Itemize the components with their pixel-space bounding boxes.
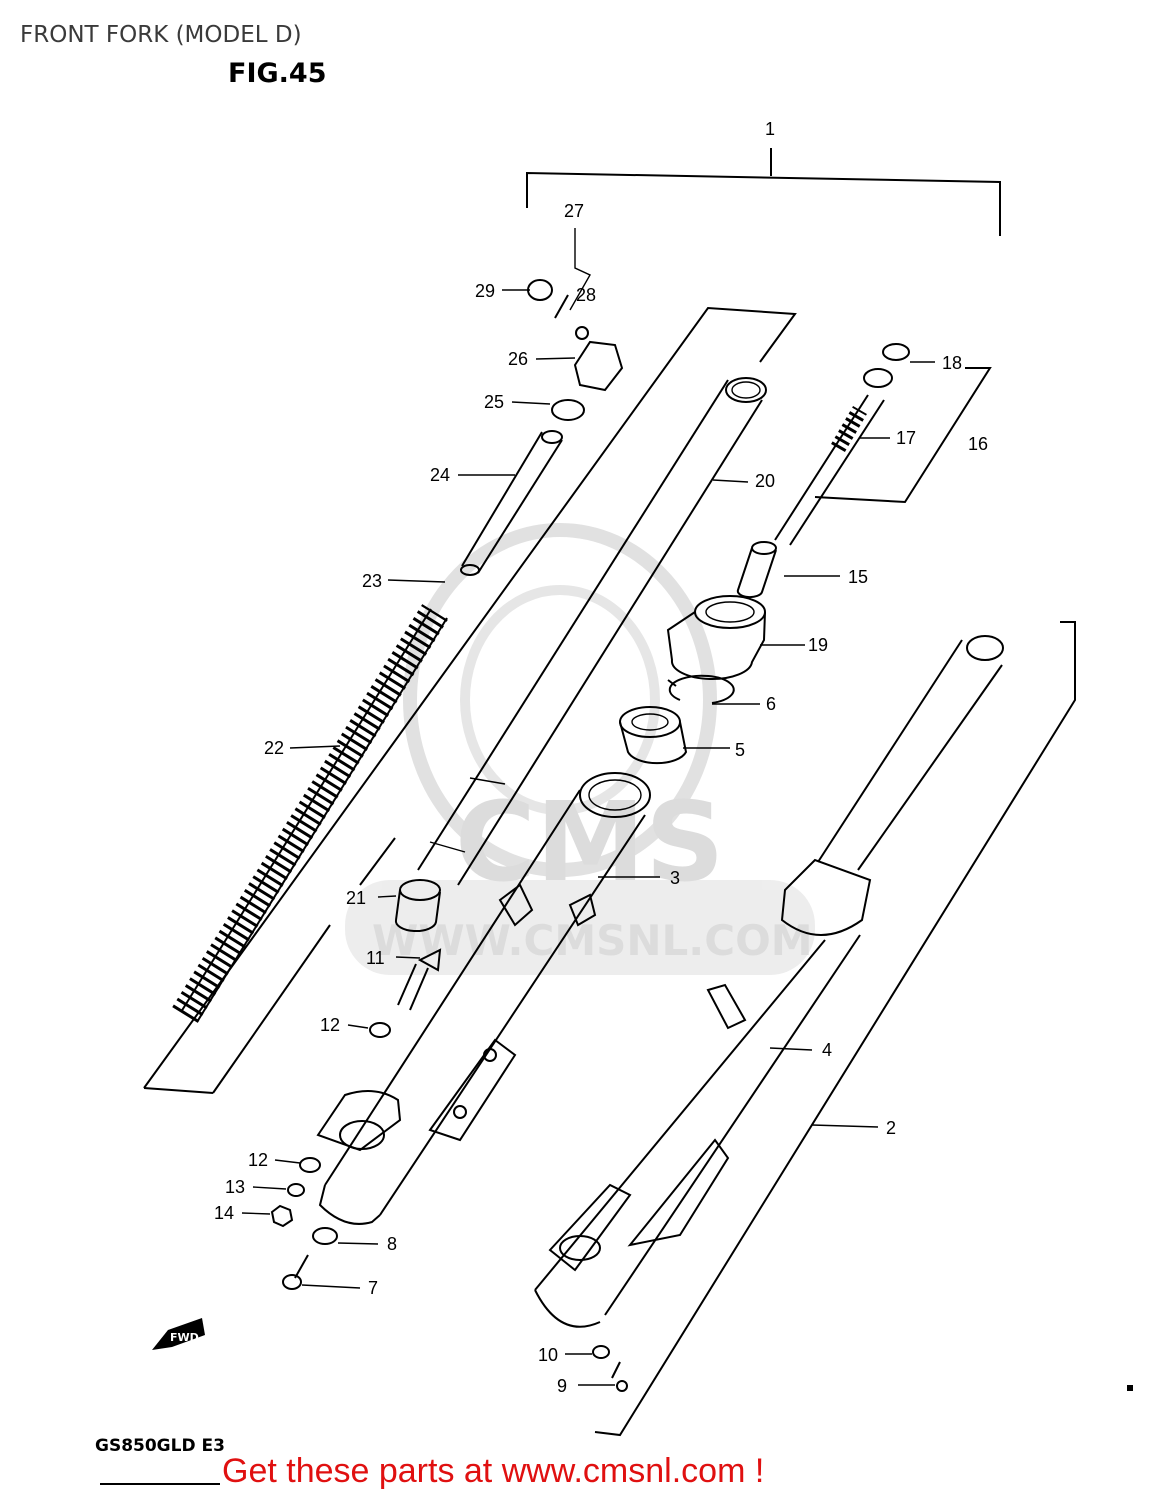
part-label-13: 13	[225, 1177, 245, 1197]
part-label-25: 25	[484, 392, 504, 412]
bracket-16	[814, 367, 992, 504]
part-label-19: 19	[808, 635, 828, 655]
watermark: CMS WWW.CMSNL.COM	[345, 523, 815, 975]
part-label-12a: 12	[320, 1015, 340, 1035]
part-label-21: 21	[346, 888, 366, 908]
part-label-14: 14	[214, 1203, 234, 1223]
outer-tube-2	[534, 635, 1004, 1328]
bracket-27	[569, 228, 591, 311]
inner-tube-outline	[143, 306, 797, 1094]
part-label-18: 18	[942, 353, 962, 373]
part-label-8: 8	[387, 1234, 397, 1254]
watermark-url: WWW.CMSNL.COM	[372, 916, 813, 965]
part-label-26: 26	[508, 349, 528, 369]
part-label-6: 6	[766, 694, 776, 714]
part-label-1: 1	[765, 119, 775, 139]
part-label-3: 3	[670, 868, 680, 888]
edge-mark	[1127, 1385, 1133, 1391]
part-label-27: 27	[564, 201, 584, 221]
seal-retainer-clip	[667, 674, 735, 704]
svg-text:FWD: FWD	[170, 1331, 199, 1344]
assembly-bracket-1	[526, 148, 1001, 236]
damper-cylinder-piece	[736, 541, 777, 599]
cmsnl-parts-link[interactable]: Get these parts at www.cmsnl.com !	[222, 1452, 765, 1490]
dust-boot	[666, 595, 766, 680]
bracket-2	[594, 621, 1076, 1437]
spacer-tube	[460, 430, 563, 576]
part-label-7: 7	[368, 1278, 378, 1298]
part-label-2: 2	[886, 1118, 896, 1138]
outer-tube-3	[316, 772, 651, 1225]
part-label-10: 10	[538, 1345, 558, 1365]
part-label-9: 9	[557, 1376, 567, 1396]
part-label-24: 24	[430, 465, 450, 485]
part-label-16: 16	[968, 434, 988, 454]
damper-rod	[774, 343, 910, 546]
inner-tube	[417, 377, 767, 886]
part-label-28: 28	[576, 285, 596, 305]
leader-lines	[241, 289, 935, 1386]
part-label-29: 29	[475, 281, 495, 301]
part-label-11: 11	[366, 948, 385, 968]
part-label-5: 5	[735, 740, 745, 760]
model-code: GS850GLD E3	[95, 1436, 225, 1456]
oil-seal	[619, 706, 688, 765]
figure-label: FIG.45	[228, 58, 327, 89]
fork-spring	[172, 604, 448, 1023]
part-label-20: 20	[755, 471, 775, 491]
part-label-12b: 12	[248, 1150, 268, 1170]
part-label-22: 22	[264, 738, 284, 758]
part-label-17: 17	[896, 428, 916, 448]
part-label-23: 23	[362, 571, 382, 591]
part-label-15: 15	[848, 567, 868, 587]
hardware	[270, 948, 628, 1392]
part-label-4: 4	[822, 1040, 832, 1060]
page-title: FRONT FORK (MODEL D)	[20, 22, 302, 48]
slide-bushing	[394, 879, 441, 933]
part-labels: 1 2 3 4 5 6 7 8 9 10 11 12 12 13 14 15 1…	[214, 119, 988, 1396]
forward-arrow: FWD	[152, 1318, 205, 1350]
